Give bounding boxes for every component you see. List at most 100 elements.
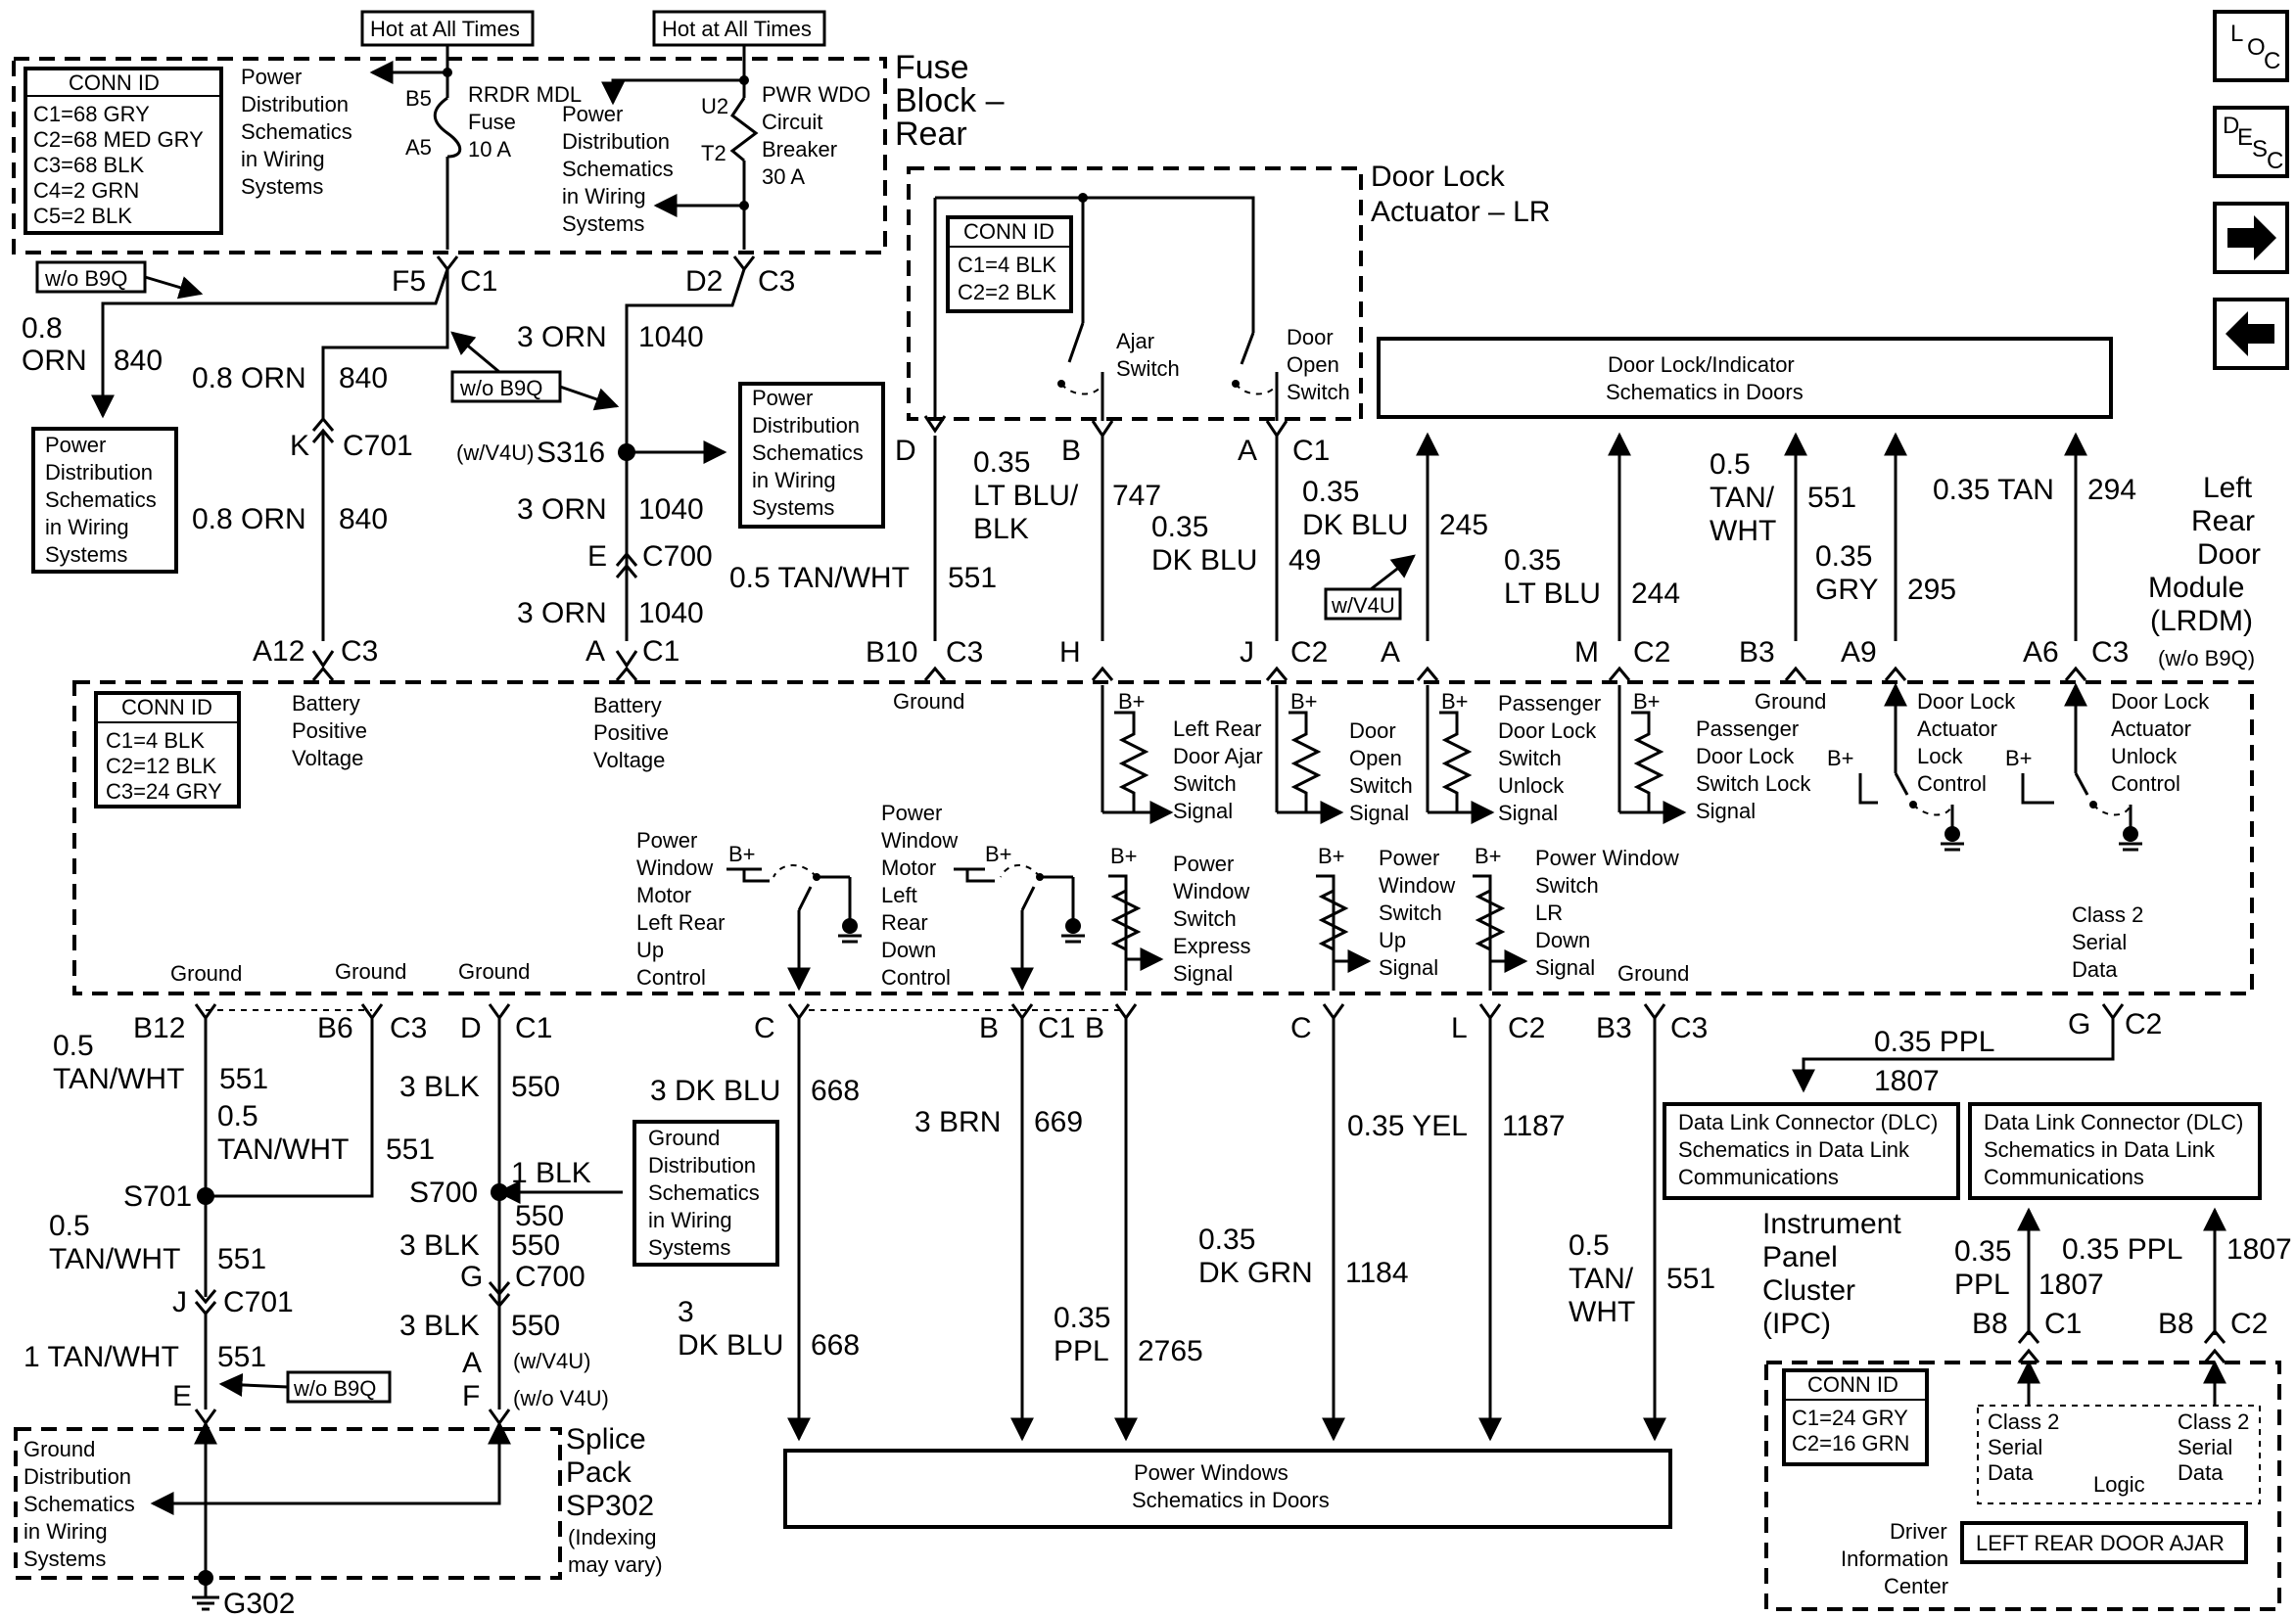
wire-295-size: 0.35	[1815, 540, 1872, 573]
pwmu-6: Control	[636, 965, 706, 990]
pwmu-2: Window	[636, 855, 713, 880]
wire-08orn-a-size: 0.8	[22, 312, 63, 345]
pds-mid-3: Schematics	[562, 157, 674, 181]
w2765-num: 2765	[1138, 1335, 1203, 1367]
pds-box-mid-2: Distribution	[752, 413, 860, 438]
bpin-c2b: C2	[1508, 1012, 1545, 1044]
pw-doors-2: Schematics in Doors	[1132, 1488, 1330, 1512]
pin-d2: D2	[685, 265, 723, 298]
fuse-block-title-1: Fuse	[895, 49, 969, 86]
dlu-3: Unlock	[2111, 744, 2178, 768]
bpin-c2: C	[1290, 1012, 1312, 1044]
pin-k: K	[290, 430, 309, 462]
wires-above-lrdm: 0.5 TAN/WHT 551 0.35 LT BLU/ BLK 747 0.3…	[729, 432, 2261, 670]
loc-letter-o: O	[2247, 34, 2266, 61]
w668b-size: 3	[678, 1296, 694, 1328]
loc-button[interactable]: L O C	[2213, 10, 2289, 82]
left-upper-wiring: w/o B9Q 0.8 ORN 840 Power Distribution S…	[22, 260, 449, 669]
previous-page-button[interactable]	[2213, 298, 2289, 370]
next-page-button[interactable]	[2213, 202, 2289, 274]
pds-left-3: Schematics	[241, 119, 352, 144]
pwmu-5: Up	[636, 938, 664, 962]
class2-2: Serial	[2072, 930, 2127, 954]
pin-a12: A12	[253, 635, 305, 668]
splice-pack-2: Pack	[566, 1456, 633, 1489]
w551c-size: 0.5	[49, 1210, 90, 1242]
ipc-title-4: (IPC)	[1762, 1308, 1831, 1340]
desc-letter-e: E	[2237, 124, 2253, 151]
pin-a-bottom: A	[462, 1347, 482, 1379]
lrdm-conn-c3-a6: C3	[2091, 636, 2129, 669]
wire-551b-color-2: WHT	[1710, 515, 1776, 547]
conn-c700-bottom: C700	[515, 1261, 586, 1293]
splice-pack-1: Splice	[566, 1423, 646, 1455]
fuse-conn-c1: C1=68 GRY	[33, 102, 150, 126]
wire-245-size: 0.35	[1302, 476, 1359, 508]
dla-conn-c2: C2=2 BLK	[958, 280, 1056, 304]
door-open-switch-1: Door	[1287, 325, 1334, 349]
pwmu-4: Left Rear	[636, 910, 726, 935]
pwu-5: Signal	[1379, 955, 1438, 980]
pwe-1: Power	[1173, 852, 1234, 876]
ipc-w1807b-num: 1807	[2226, 1233, 2292, 1266]
fuse-conn-id-title: CONN ID	[69, 70, 160, 95]
pds-mid-2: Distribution	[562, 129, 670, 154]
ipc-class2b-2: Serial	[2178, 1435, 2232, 1459]
ipc-b8-2: B8	[2158, 1308, 2194, 1340]
dos-1: Door	[1349, 718, 1396, 743]
w550c-label: 3 BLK	[399, 1229, 480, 1262]
wire-294-num: 294	[2087, 474, 2136, 506]
bpin-c2c: C2	[2125, 1008, 2162, 1040]
dla-pin-d: D	[895, 435, 916, 467]
desc-letter-c: C	[2267, 148, 2283, 174]
splice-pack-4: (Indexing	[568, 1525, 657, 1549]
fuse-label-1: RRDR MDL	[468, 82, 582, 107]
dla-title-1: Door Lock	[1371, 161, 1506, 193]
right-arrow-icon	[2227, 215, 2276, 260]
dla-conn-id-title: CONN ID	[963, 219, 1054, 244]
ground-1: Ground	[170, 961, 242, 986]
pds-left-1: Power	[241, 65, 302, 89]
dla-conn-c1: C1	[1292, 435, 1330, 467]
ipc-conn-id-title: CONN ID	[1807, 1372, 1898, 1397]
left-arrow-icon	[2226, 311, 2274, 356]
pin-f5: F5	[392, 265, 426, 298]
wire-3orn-1: 3 ORN	[517, 321, 607, 353]
with-v4u-bottom: (w/V4U)	[513, 1349, 590, 1373]
w551d-num: 551	[217, 1341, 266, 1373]
w1807-num: 1807	[1874, 1065, 1940, 1097]
ipc-conn-c2: C2=16 GRN	[1792, 1431, 1909, 1455]
bpin-b6: B6	[317, 1012, 353, 1044]
pwe-5: Signal	[1173, 961, 1233, 986]
cb-label-4: 30 A	[762, 164, 805, 189]
w551c-num: 551	[217, 1243, 266, 1275]
door-open-switch-3: Switch	[1287, 380, 1350, 404]
wire-747-color-2: BLK	[973, 513, 1029, 545]
desc-button[interactable]: D E S C	[2213, 106, 2289, 178]
gds-splice-4: in Wiring	[23, 1519, 108, 1544]
dla-title-2: Actuator – LR	[1371, 196, 1550, 228]
dlu-4: Control	[2111, 771, 2180, 796]
w550d-num: 550	[511, 1310, 560, 1342]
pwmd-6: Down	[881, 938, 936, 962]
dll-1: Door Lock	[1917, 689, 2016, 714]
ground-4: Ground	[1617, 961, 1689, 986]
bpin-g: G	[2068, 1008, 2090, 1040]
pds-left-2: Distribution	[241, 92, 349, 116]
fuse-label-2: Fuse	[468, 110, 516, 134]
dlc2-3: Communications	[1984, 1165, 2144, 1189]
wire-08orn-c-num: 840	[339, 503, 388, 535]
gds-splice-3: Schematics	[23, 1492, 135, 1516]
bpin-b: B	[979, 1012, 999, 1044]
lrdm-pin-a6: A6	[2023, 636, 2059, 669]
pds-box-left-3: Schematics	[45, 487, 157, 512]
ipc-w1807a-num: 1807	[2038, 1269, 2104, 1301]
lrdm-pin-b3: B3	[1739, 636, 1775, 669]
w551a-size: 0.5	[53, 1030, 94, 1062]
fuse-block-title-2: Block –	[895, 82, 1005, 119]
lrdm-pin-b10: B10	[866, 636, 917, 669]
dll-3: Lock	[1917, 744, 1963, 768]
w550b-label: 1 BLK	[511, 1157, 591, 1189]
lrdm-pin-a9: A9	[1841, 636, 1877, 669]
ipc-class2b-3: Data	[2178, 1460, 2224, 1485]
